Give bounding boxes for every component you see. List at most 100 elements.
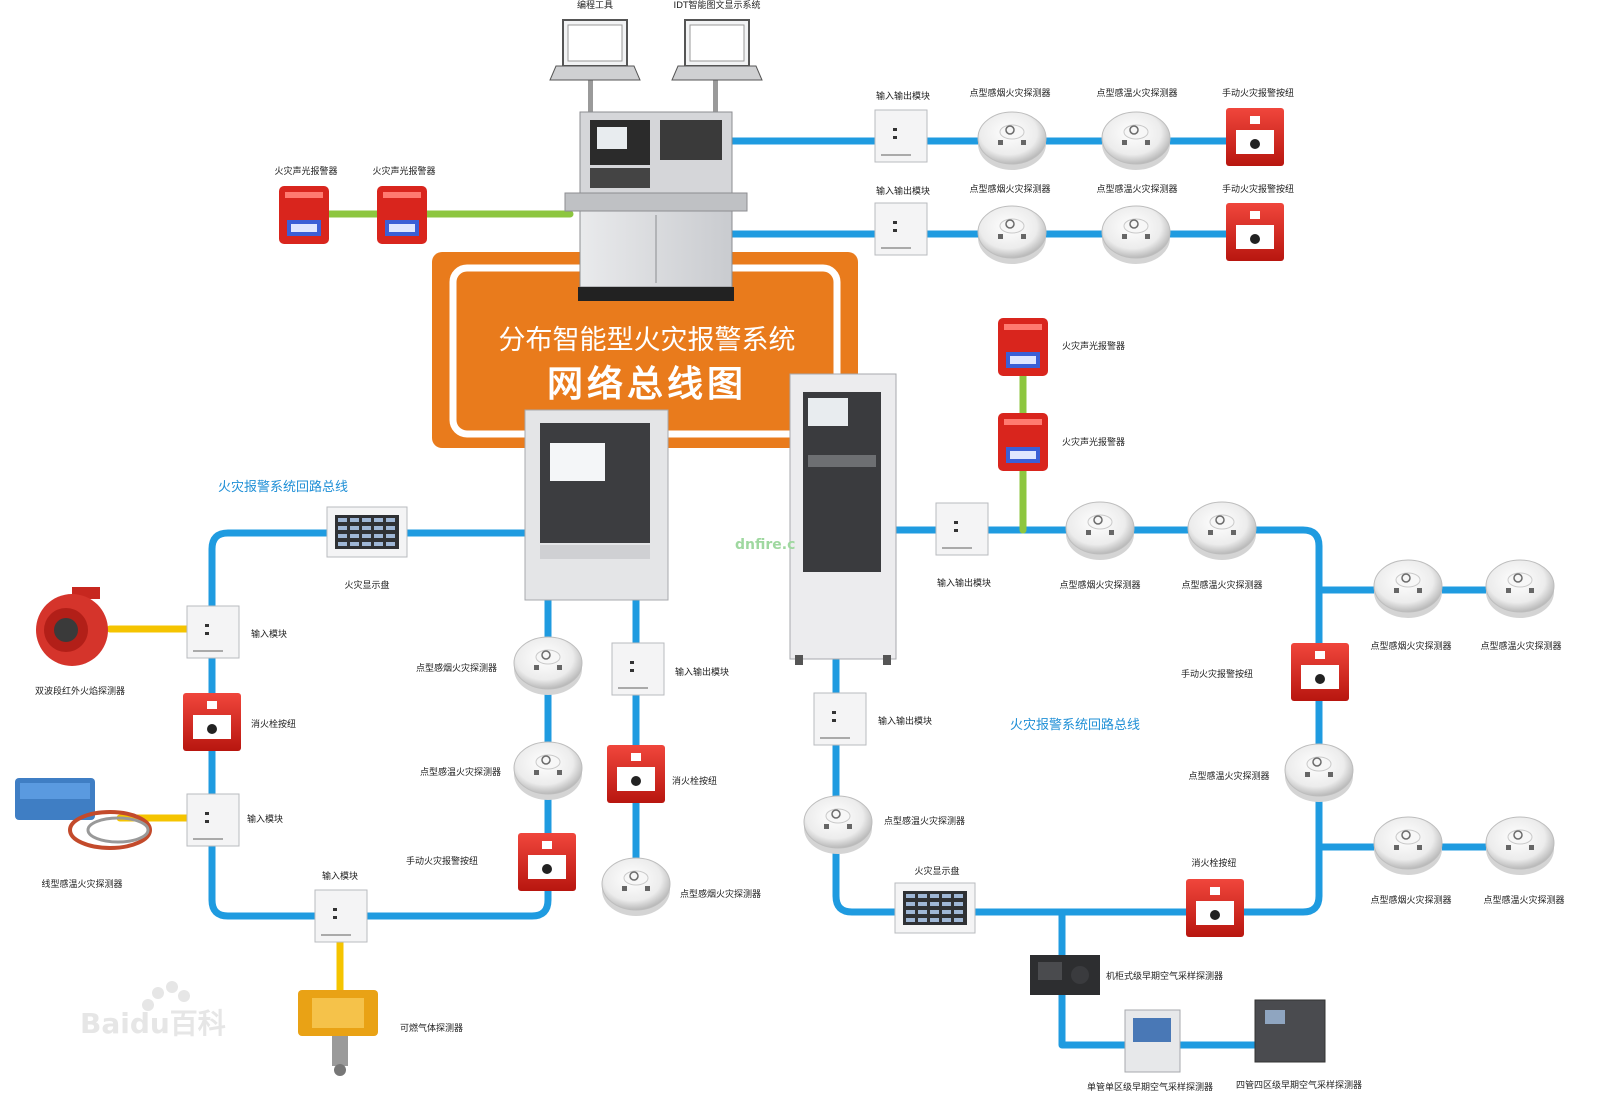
label-right-io-module-top: 输入输出模块 xyxy=(936,579,992,589)
label-gas-detector: 可燃气体探测器 xyxy=(400,1024,464,1034)
label-flame-detector: 双波段红外火焰探测器 xyxy=(34,687,126,697)
detector-icon xyxy=(1373,816,1443,875)
module-icon xyxy=(186,793,240,847)
display-panel-icon xyxy=(894,882,976,934)
sound-light-alarm-icon xyxy=(998,318,1048,376)
display-panel-icon xyxy=(326,506,408,558)
detector-icon xyxy=(1187,501,1257,560)
title-line-1: 分布智能型火灾报警系统 xyxy=(498,325,796,356)
bus-label-right: 火灾报警系统回路总线 xyxy=(1010,718,1141,733)
label-right-heat-top: 点型感温火灾探测器 xyxy=(1181,581,1263,591)
fire-alarm-cabinet xyxy=(789,373,897,665)
label-top-manual-2: 手动火灾报警按纽 xyxy=(1221,185,1295,195)
manual-button-icon xyxy=(1291,643,1349,701)
label-branch2-heat: 点型感温火灾探测器 xyxy=(1483,896,1565,906)
label-single-pipe-asd: 单管单区级早期空气采样探测器 xyxy=(1086,1083,1214,1093)
label-top-alarm-1: 火灾声光报警器 xyxy=(274,167,338,177)
label-branch1-heat: 点型感温火灾探测器 xyxy=(1480,642,1562,652)
detector-icon xyxy=(1101,111,1171,170)
detector-icon xyxy=(1373,559,1443,618)
manual-button-icon xyxy=(1186,879,1244,937)
linear-heat-detector-device xyxy=(15,778,152,850)
label-right-heat-left: 点型感温火灾探测器 xyxy=(884,817,966,827)
label-top-io-module-1: 输入输出模块 xyxy=(875,92,931,102)
manual-button-icon xyxy=(183,693,241,751)
detector-icon xyxy=(601,857,671,916)
label-left-input-module-3: 输入模块 xyxy=(321,872,359,882)
label-four-pipe-asd: 四管四区级早期空气采样探测器 xyxy=(1235,1081,1363,1091)
detector-icon xyxy=(513,636,583,695)
label-right-heat-side: 点型感温火灾探测器 xyxy=(1188,772,1270,782)
sound-light-alarm-icon xyxy=(279,186,329,244)
right-loop-bus xyxy=(832,526,1323,916)
label-branch1-smoke: 点型感烟火灾探测器 xyxy=(1370,642,1452,652)
devices-layer xyxy=(183,108,1555,943)
four-pipe-asd-device xyxy=(1254,999,1326,1063)
label-top-smoke-1: 点型感烟火灾探测器 xyxy=(969,89,1051,99)
sound-light-alarm-icon xyxy=(377,186,427,244)
label-center-smoke: 点型感烟火灾探测器 xyxy=(680,890,762,900)
module-icon xyxy=(874,109,928,163)
module-icon xyxy=(813,692,867,746)
label-right-sound-alarm-1: 火灾声光报警器 xyxy=(1062,342,1126,352)
label-branch2-smoke: 点型感烟火灾探测器 xyxy=(1370,896,1452,906)
label-right-smoke-top: 点型感烟火灾探测器 xyxy=(1059,581,1141,591)
detector-icon xyxy=(1284,743,1354,802)
label-left-input-module-1: 输入模块 xyxy=(251,630,288,640)
detector-icon xyxy=(1485,559,1555,618)
manual-button-icon xyxy=(1226,108,1284,166)
label-top-io-module-2: 输入输出模块 xyxy=(875,187,931,197)
flame-detector-device xyxy=(36,587,108,666)
detector-icon xyxy=(977,205,1047,264)
gas-detector-device xyxy=(298,990,378,1076)
label-left-heat: 点型感温火灾探测器 xyxy=(420,768,502,778)
module-icon xyxy=(874,202,928,256)
dnfire-watermark: dnfire.c xyxy=(735,537,796,553)
label-left-hydrant: 消火栓按纽 xyxy=(251,720,297,730)
detector-icon xyxy=(513,741,583,800)
detector-icon xyxy=(977,111,1047,170)
manual-button-icon xyxy=(607,745,665,803)
module-icon xyxy=(935,502,989,556)
label-linear-heat: 线型感温火灾探测器 xyxy=(41,880,123,890)
main-control-console xyxy=(564,80,748,301)
label-top-smoke-2: 点型感烟火灾探测器 xyxy=(969,185,1051,195)
single-pipe-asd-device xyxy=(1124,1009,1181,1073)
left-loop-bus xyxy=(208,529,552,920)
label-left-smoke: 点型感烟火灾探测器 xyxy=(416,664,498,674)
manual-button-icon xyxy=(518,833,576,891)
module-icon xyxy=(314,889,368,943)
label-display-system: IDT智能图文显示系统 xyxy=(673,1,761,11)
module-icon xyxy=(186,605,240,659)
title-line-2: 网络总线图 xyxy=(546,364,747,405)
bus-label-left: 火灾报警系统回路总线 xyxy=(218,480,349,495)
detector-icon xyxy=(1065,501,1135,560)
baidu-paw-logo xyxy=(142,981,190,1011)
manual-button-icon xyxy=(1226,203,1284,261)
label-center-hydrant: 消火栓按纽 xyxy=(672,777,718,787)
label-right-io-module-left: 输入输出模块 xyxy=(878,717,933,727)
label-right-hydrant: 消火栓按纽 xyxy=(1191,859,1237,869)
detector-icon xyxy=(1485,816,1555,875)
detector-icon xyxy=(803,795,873,854)
cabinet-asd-device xyxy=(1030,955,1100,995)
label-left-input-module-2: 输入模块 xyxy=(247,815,284,825)
laptop-icon xyxy=(671,19,763,81)
label-right-display-panel: 火灾显示盘 xyxy=(914,867,960,877)
laptop-icon xyxy=(549,19,641,81)
label-top-manual-1: 手动火灾报警按纽 xyxy=(1221,89,1295,99)
label-top-heat-1: 点型感温火灾探测器 xyxy=(1096,89,1178,99)
baidu-watermark: Baidu百科 xyxy=(80,1007,226,1040)
label-center-io-module: 输入输出模块 xyxy=(675,668,730,678)
label-cabinet-asd: 机柜式级早期空气采样探测器 xyxy=(1106,972,1224,982)
label-right-sound-alarm-2: 火灾声光报警器 xyxy=(1062,438,1126,448)
sound-light-alarm-icon xyxy=(998,413,1048,471)
fire-alarm-control-panel xyxy=(524,409,669,601)
label-left-display-panel: 火灾显示盘 xyxy=(344,581,390,591)
label-top-alarm-2: 火灾声光报警器 xyxy=(372,167,436,177)
detector-icon xyxy=(1101,205,1171,264)
module-icon xyxy=(611,642,665,696)
label-programming-tool: 编程工具 xyxy=(576,1,614,11)
label-right-manual: 手动火灾报警按纽 xyxy=(1180,670,1254,680)
